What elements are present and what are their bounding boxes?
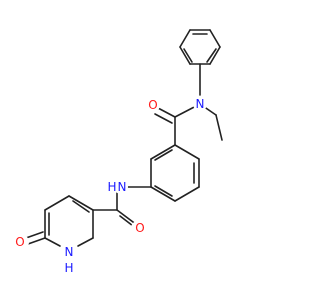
bond xyxy=(174,144,200,160)
bond xyxy=(157,107,176,118)
bond xyxy=(215,114,223,141)
atom-layer: N O N H O O N H xyxy=(15,97,207,275)
bond xyxy=(44,237,61,247)
bond xyxy=(209,29,221,48)
bond xyxy=(179,29,191,48)
bond xyxy=(154,113,173,124)
nitrogen-atom-label: N xyxy=(65,245,74,259)
bond xyxy=(154,149,173,161)
oxygen-atom-label: O xyxy=(148,98,157,112)
bond xyxy=(150,144,176,160)
bond xyxy=(27,237,46,245)
bond xyxy=(174,186,200,202)
bond xyxy=(183,48,193,63)
bond xyxy=(72,200,90,213)
bond xyxy=(206,48,217,63)
bond xyxy=(154,185,173,197)
nitrogen-atom-label: N xyxy=(196,97,205,111)
bond xyxy=(209,46,221,65)
nitrogen-atom-label: N xyxy=(118,180,127,194)
bond xyxy=(68,195,94,211)
oxygen-atom-label: O xyxy=(135,221,144,235)
oxygen-atom-label: O xyxy=(15,235,24,249)
bond xyxy=(25,231,44,239)
bond xyxy=(77,237,94,247)
bond xyxy=(150,186,176,202)
molecule-structure: N O N H O O N H xyxy=(15,29,223,275)
hydrogen-atom-label: H xyxy=(107,180,116,194)
hydrogen-atom-label: H xyxy=(64,261,73,275)
bond xyxy=(44,195,70,211)
bond xyxy=(116,209,138,226)
bond xyxy=(179,46,191,65)
bond-layer xyxy=(25,29,223,247)
